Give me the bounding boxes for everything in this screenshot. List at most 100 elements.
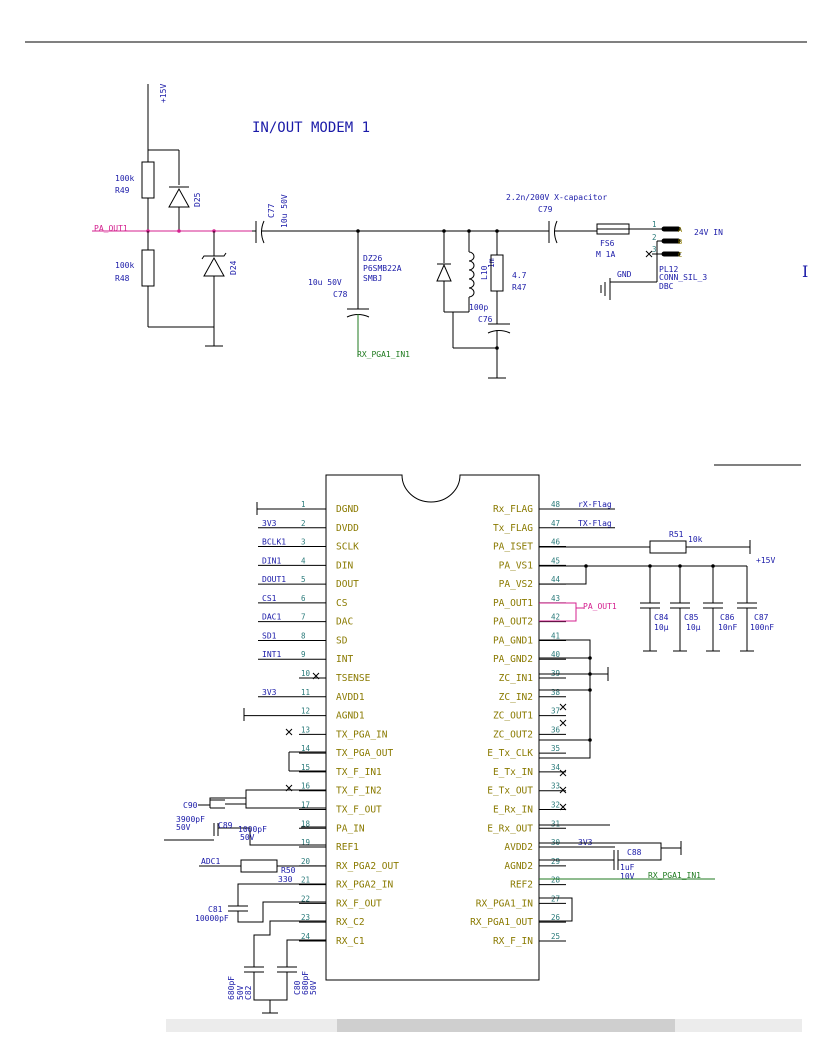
c89-volt: 50V [240,833,255,842]
pin-name: E_Rx_OUT [487,823,533,834]
c80-volt: 50V [309,980,318,995]
pin-number: 36 [551,725,561,734]
pin-number: 19 [301,838,310,847]
pin-name: PA_VS1 [499,560,534,571]
fs6-ref: FS6 [600,239,615,248]
pin-number: 28 [551,876,561,885]
r47-ref: R47 [512,283,527,292]
pa-out-net-label: PA_OUT1 [94,224,128,233]
pin-number: 42 [551,613,560,622]
pin-name: RX_PGA2_IN [336,880,393,891]
pin-number: 6 [301,594,306,603]
ic-right-pins: 48Rx_FLAG47Tx_FLAG46PA_ISET45PA_VS144PA_… [470,500,566,947]
pl12-part: CONN_SIL_3 [659,273,707,282]
c81-value: 10000pF [195,914,229,923]
resistor-r49 [141,161,155,199]
net-label: rX-Flag [578,500,612,509]
c88-volt: 10V [620,872,635,881]
r50-ref: R50 [281,866,296,875]
pin-name: E_Rx_IN [493,804,533,815]
pin-number: 17 [301,800,310,809]
ic-pin-34: 34E_Tx_IN [493,763,566,778]
pin-number: 15 [301,763,310,772]
pl12-pin-2: 2 [652,233,657,242]
pin-name: AGND1 [336,711,365,722]
diode-d25 [168,187,190,208]
pa-out-label-2: PA_OUT1 [583,602,617,611]
ic-pin-35: 35E_Tx_CLK [487,744,566,759]
pin-number: 38 [551,688,561,697]
pin-number: 27 [551,894,560,903]
resistor-r50 [240,859,278,873]
pin-name: ZC_OUT2 [493,729,533,740]
net-label: INT1 [262,650,281,659]
horizontal-scrollbar[interactable] [166,1019,802,1032]
pin-name: Rx_FLAG [493,504,533,515]
c81-ref: C81 [208,905,223,914]
d25-ref: D25 [193,192,202,207]
net-label: DIN1 [262,556,281,565]
rx-net-label-2: RX_PGA1_IN1 [648,871,701,880]
pin-number: 16 [301,782,311,791]
pin-number: 23 [301,913,310,922]
text-cursor-icon: I [802,262,809,281]
c87-value: 100nF [750,623,774,632]
pin-name: RX_PGA2_OUT [336,861,399,872]
pin-number: 45 [551,556,560,565]
pl12-pin-a: A [678,226,683,234]
pin-number: 46 [551,538,561,547]
pin-number: 32 [551,800,560,809]
pin-number: 47 [551,519,560,528]
pin-name: PA_IN [336,823,365,834]
pin-name: AGND2 [504,861,533,872]
pin-name: REF1 [336,842,359,853]
r50-value: 330 [278,875,293,884]
pin-number: 10 [301,669,311,678]
pin-name: INT [336,654,353,665]
resistor-r48 [141,249,155,287]
pin-name: PA_OUT1 [493,598,533,609]
c82-value: 680pF [227,976,236,1000]
scrollbar-thumb[interactable] [337,1019,675,1032]
pin-name: SD [336,635,348,646]
c77-value: 10u 50V [280,194,289,228]
pin-name: DIN [336,560,353,571]
pin-number: 37 [551,707,560,716]
pa-out-bridge [539,602,577,622]
pin-number: 7 [301,613,306,622]
net-label: 3V3 [262,688,277,697]
pin-name: DGND [336,504,359,515]
net-label: CS1 [262,594,277,603]
ic-pin-31: 31E_Rx_OUT [487,819,566,834]
r47-value: 4.7 [512,271,527,280]
pin-number: 41 [551,631,560,640]
ic-pin-33: 33E_Tx_OUT [487,782,566,797]
pl12-pin-b: B [678,238,682,246]
c77-ref: C77 [267,203,276,218]
pin-number: 3 [301,538,306,547]
net-label: BCLK1 [262,538,286,547]
pin-name: TSENSE [336,673,371,684]
pin-number: 4 [301,556,306,565]
pin-number: 8 [301,631,306,640]
pin-number: 2 [301,519,306,528]
